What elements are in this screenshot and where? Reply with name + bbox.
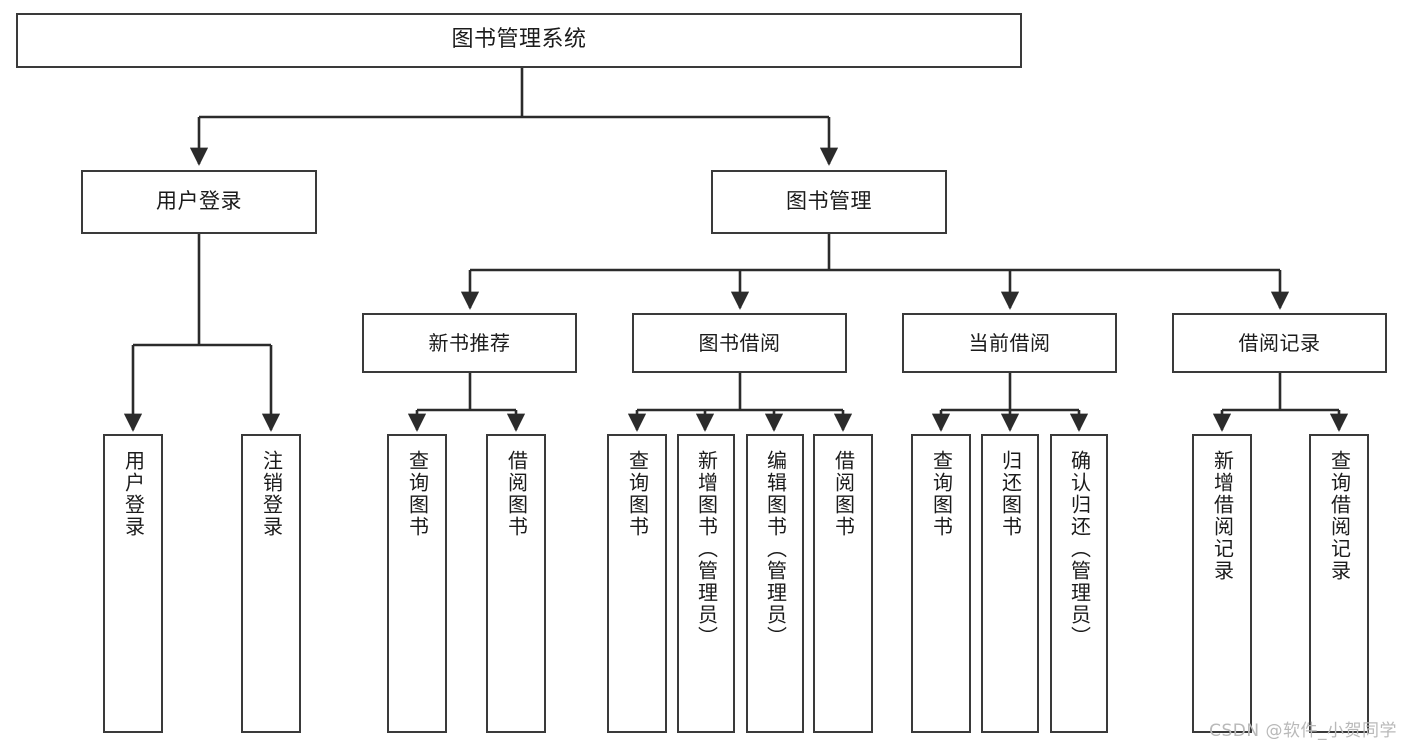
leaf-node-query-book-borrow[interactable]: 查询图书 xyxy=(607,434,667,733)
node-label: 图书管理 xyxy=(786,189,872,214)
node-new-book-recommend[interactable]: 新书推荐 xyxy=(362,313,577,373)
node-label: 查询图书 xyxy=(929,450,954,538)
node-label: 确认归还（管理员） xyxy=(1067,450,1092,648)
node-label: 借阅图书 xyxy=(504,450,529,538)
node-label: 当前借阅 xyxy=(968,330,1051,355)
node-label: 图书借阅 xyxy=(698,330,781,355)
node-label: 注销登录 xyxy=(259,450,284,538)
leaf-node-edit-book-admin[interactable]: 编辑图书（管理员） xyxy=(746,434,804,733)
node-label: 新增图书（管理员） xyxy=(694,450,719,648)
leaf-node-query-book-current[interactable]: 查询图书 xyxy=(911,434,971,733)
node-borrow-record[interactable]: 借阅记录 xyxy=(1172,313,1387,373)
node-label: 归还图书 xyxy=(998,450,1023,538)
node-label: 新书推荐 xyxy=(428,330,511,355)
node-user-login[interactable]: 用户登录 xyxy=(81,170,317,234)
node-label: 编辑图书（管理员） xyxy=(763,450,788,648)
leaf-node-query-book-recommend[interactable]: 查询图书 xyxy=(387,434,447,733)
node-label: 借阅图书 xyxy=(831,450,856,538)
leaf-node-user-login[interactable]: 用户登录 xyxy=(103,434,163,733)
node-label: 用户登录 xyxy=(156,189,242,214)
node-book-management[interactable]: 图书管理 xyxy=(711,170,947,234)
leaf-node-borrow-book[interactable]: 借阅图书 xyxy=(813,434,873,733)
node-label: 查询借阅记录 xyxy=(1327,450,1352,582)
watermark-text: CSDN @软件_小贺同学 xyxy=(1209,721,1397,741)
leaf-node-query-borrow-record[interactable]: 查询借阅记录 xyxy=(1309,434,1369,733)
node-label: 查询图书 xyxy=(625,450,650,538)
leaf-node-add-borrow-record[interactable]: 新增借阅记录 xyxy=(1192,434,1252,733)
node-root-book-management-system[interactable]: 图书管理系统 xyxy=(16,13,1022,68)
node-label: 新增借阅记录 xyxy=(1210,450,1235,582)
leaf-node-return-book[interactable]: 归还图书 xyxy=(981,434,1039,733)
node-book-borrow[interactable]: 图书借阅 xyxy=(632,313,847,373)
node-label: 借阅记录 xyxy=(1238,330,1321,355)
node-label: 用户登录 xyxy=(121,450,146,538)
node-label: 图书管理系统 xyxy=(451,27,587,53)
leaf-node-user-logout[interactable]: 注销登录 xyxy=(241,434,301,733)
leaf-node-add-book-admin[interactable]: 新增图书（管理员） xyxy=(677,434,735,733)
node-label: 查询图书 xyxy=(405,450,430,538)
leaf-node-confirm-return-admin[interactable]: 确认归还（管理员） xyxy=(1050,434,1108,733)
leaf-node-borrow-book-recommend[interactable]: 借阅图书 xyxy=(486,434,546,733)
node-current-borrow[interactable]: 当前借阅 xyxy=(902,313,1117,373)
